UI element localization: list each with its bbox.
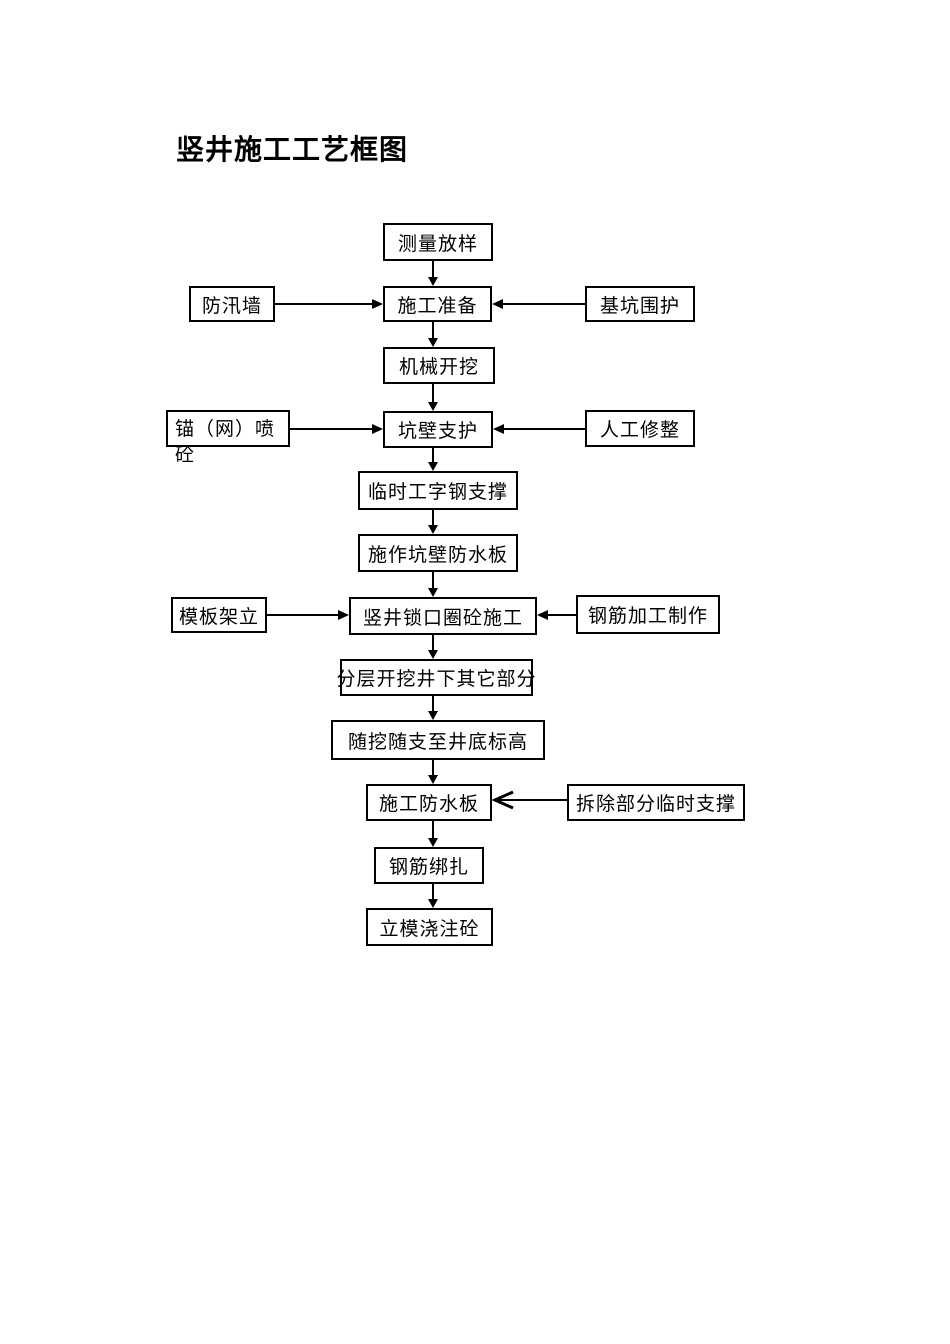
anchor-shotcrete-line2: 砼 xyxy=(175,445,196,466)
arrow-preparation-to-mechanical xyxy=(428,322,438,347)
flow-node-support-to-bottom: 随挖随支至井底标高 xyxy=(331,720,545,760)
arrow-formwork-erection-to-shaft-collar xyxy=(267,610,349,620)
flow-node-anchor-shotcrete: 锚（网）喷 砼 xyxy=(166,410,290,466)
arrow-anchor-shotcrete-to-pit-wall-support xyxy=(290,424,383,434)
flow-node-flood-wall: 防汛墙 xyxy=(189,286,275,322)
arrow-support-bottom-to-waterproof-board xyxy=(428,760,438,784)
arrow-ibeam-to-pit-wall-waterproof xyxy=(428,510,438,534)
arrow-manual-trimming-to-pit-wall-support xyxy=(493,424,585,434)
arrow-mechanical-to-pit-wall-support xyxy=(428,384,438,411)
arrow-flood-wall-to-preparation xyxy=(275,299,383,309)
flow-node-survey: 测量放样 xyxy=(383,223,493,261)
flow-node-preparation: 施工准备 xyxy=(383,286,492,322)
flow-node-waterproof-board: 施工防水板 xyxy=(366,784,492,821)
page-title: 竖井施工工艺框图 xyxy=(176,134,409,165)
flow-node-pit-wall-waterproof: 施作坑壁防水板 xyxy=(358,534,518,572)
flow-node-formwork-pouring: 立模浇注砼 xyxy=(366,908,493,946)
flow-node-manual-trimming: 人工修整 xyxy=(585,410,695,447)
flow-node-temporary-ibeam: 临时工字钢支撑 xyxy=(358,471,518,510)
arrow-shaft-collar-to-layered xyxy=(428,635,438,659)
flow-node-formwork-erection: 模板架立 xyxy=(171,597,267,633)
arrow-layered-to-support-bottom xyxy=(428,696,438,720)
arrow-pit-wall-support-to-ibeam xyxy=(428,448,438,471)
arrow-waterproof-board-to-rebar-binding xyxy=(428,821,438,847)
arrow-survey-to-preparation xyxy=(428,261,438,286)
flow-node-layered-excavation: 分层开挖井下其它部分 xyxy=(337,659,536,696)
arrow-rebar-binding-to-formwork-pouring xyxy=(428,884,438,908)
flow-node-pit-wall-support: 坑壁支护 xyxy=(383,411,493,448)
flow-node-mechanical-excavation: 机械开挖 xyxy=(383,347,495,384)
arrow-remove-temp-support-to-waterproof-board xyxy=(491,790,567,810)
flow-node-rebar-fabrication: 钢筋加工制作 xyxy=(576,595,720,634)
arrow-waterproof-to-shaft-collar xyxy=(428,572,438,597)
flow-node-remove-temp-support: 拆除部分临时支撑 xyxy=(567,784,745,821)
arrow-rebar-fabrication-to-shaft-collar xyxy=(537,610,576,620)
flow-node-shaft-collar-concrete: 竖井锁口圈砼施工 xyxy=(349,597,537,635)
flow-node-rebar-binding: 钢筋绑扎 xyxy=(374,847,484,884)
arrow-pit-enclosure-to-preparation xyxy=(492,299,585,309)
flow-node-pit-enclosure: 基坑围护 xyxy=(585,286,695,322)
anchor-shotcrete-line1: 锚（网）喷 xyxy=(175,419,276,440)
